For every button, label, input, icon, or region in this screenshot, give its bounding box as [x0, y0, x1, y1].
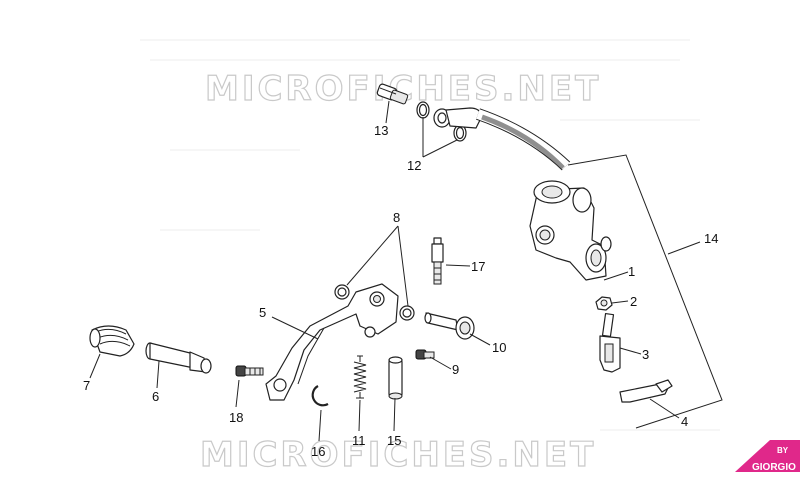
callout-18: 18 [229, 410, 243, 425]
brand-badge: BY GIORGIO [735, 440, 800, 473]
part-18-bolt [235, 365, 264, 377]
watermark-top: MICROFICHES.NET [205, 69, 601, 109]
callout-9: 9 [452, 362, 459, 377]
part-10-pivot-bolt [424, 312, 475, 340]
callout-12: 12 [407, 158, 421, 173]
callout-4: 4 [681, 414, 688, 429]
badge-line1: BY [777, 446, 789, 455]
part-15-sleeve [388, 356, 403, 400]
part-11-spring [353, 355, 367, 399]
part-3-pushrod-clevis [599, 312, 621, 373]
callout-1: 1 [628, 264, 635, 279]
part-16-circlip [311, 385, 329, 407]
part-6-pin [145, 342, 212, 374]
part-17-bolt [431, 237, 444, 285]
badge-line2: GIORGIO [752, 462, 796, 473]
callout-8: 8 [393, 210, 400, 225]
callout-7: 7 [83, 378, 90, 393]
callout-5: 5 [259, 305, 266, 320]
callout-14: 14 [704, 231, 718, 246]
background-ghost-lines [140, 39, 720, 431]
callout-13: 13 [374, 123, 388, 138]
part-2-nut [595, 296, 613, 311]
callout-15: 15 [387, 433, 401, 448]
callout-16: 16 [311, 444, 325, 459]
callout-2: 2 [630, 294, 637, 309]
leader-lines [89, 100, 701, 442]
callout-3: 3 [642, 347, 649, 362]
brake-hose [433, 107, 571, 171]
part-5-brake-pedal [265, 283, 399, 401]
callout-6: 6 [152, 389, 159, 404]
watermark-bottom: MICROFICHES.NET [200, 435, 596, 475]
part-9-bolt [415, 349, 435, 360]
part-4-clevis-pin [619, 379, 673, 403]
part-1-master-cylinder [529, 180, 612, 281]
callout-17: 17 [471, 259, 485, 274]
callout-10: 10 [492, 340, 506, 355]
part-7-rubber-boot [89, 325, 135, 357]
part-14-bracket [567, 154, 723, 429]
callout-11: 11 [352, 433, 366, 448]
part-8-o-rings [334, 284, 415, 321]
callout-labels: 1 2 3 4 5 6 7 8 9 10 11 12 13 14 15 16 1… [83, 123, 718, 459]
part-13-banjo-bolt [376, 83, 409, 105]
part-12-washers [416, 101, 467, 142]
